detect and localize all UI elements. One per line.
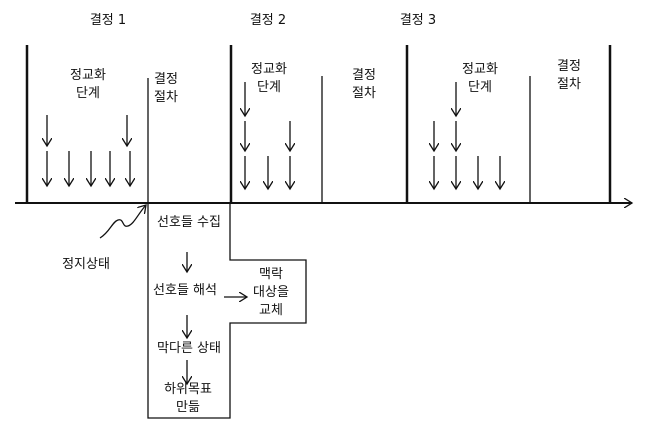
decision-procedure-label: 결정 (557, 59, 581, 74)
decision-procedure-label: 절차 (557, 77, 581, 92)
impasse-step: 막다른 상태 (157, 341, 221, 356)
decision-2-title: 결정 2 (250, 13, 286, 28)
create-subgoal-step: 하위목표 (164, 382, 212, 397)
replace-context-step: 대상을 (253, 285, 289, 300)
decision-procedure-label: 절차 (352, 86, 376, 101)
decision-procedure-label: 절차 (154, 90, 178, 105)
interpret-preferences-step: 선호들 해석 (153, 283, 217, 298)
collect-preferences-step: 선호들 수집 (157, 215, 221, 230)
decision-procedure-label: 결정 (154, 72, 178, 87)
create-subgoal-step: 만듦 (176, 400, 200, 415)
elaboration-label: 단계 (468, 80, 492, 95)
decision-boundaries (25, 45, 612, 203)
subgoal-process-box (147, 202, 307, 419)
impasse-pointer (99, 205, 146, 239)
replace-context-step: 교체 (259, 303, 283, 318)
impasse-label: 정지상태 (62, 257, 110, 272)
elaboration-arrows (47, 82, 500, 189)
phase-dividers (147, 76, 531, 203)
elaboration-label: 단계 (257, 80, 281, 95)
decision-3-title: 결정 3 (400, 13, 436, 28)
elaboration-label: 정교화 (70, 68, 106, 83)
elaboration-label: 단계 (76, 86, 100, 101)
decision-procedure-label: 결정 (352, 68, 376, 83)
replace-context-step: 맥락 (259, 267, 283, 282)
decision-1-title: 결정 1 (90, 13, 126, 28)
elaboration-label: 정교화 (462, 62, 498, 77)
elaboration-label: 정교화 (251, 62, 287, 77)
